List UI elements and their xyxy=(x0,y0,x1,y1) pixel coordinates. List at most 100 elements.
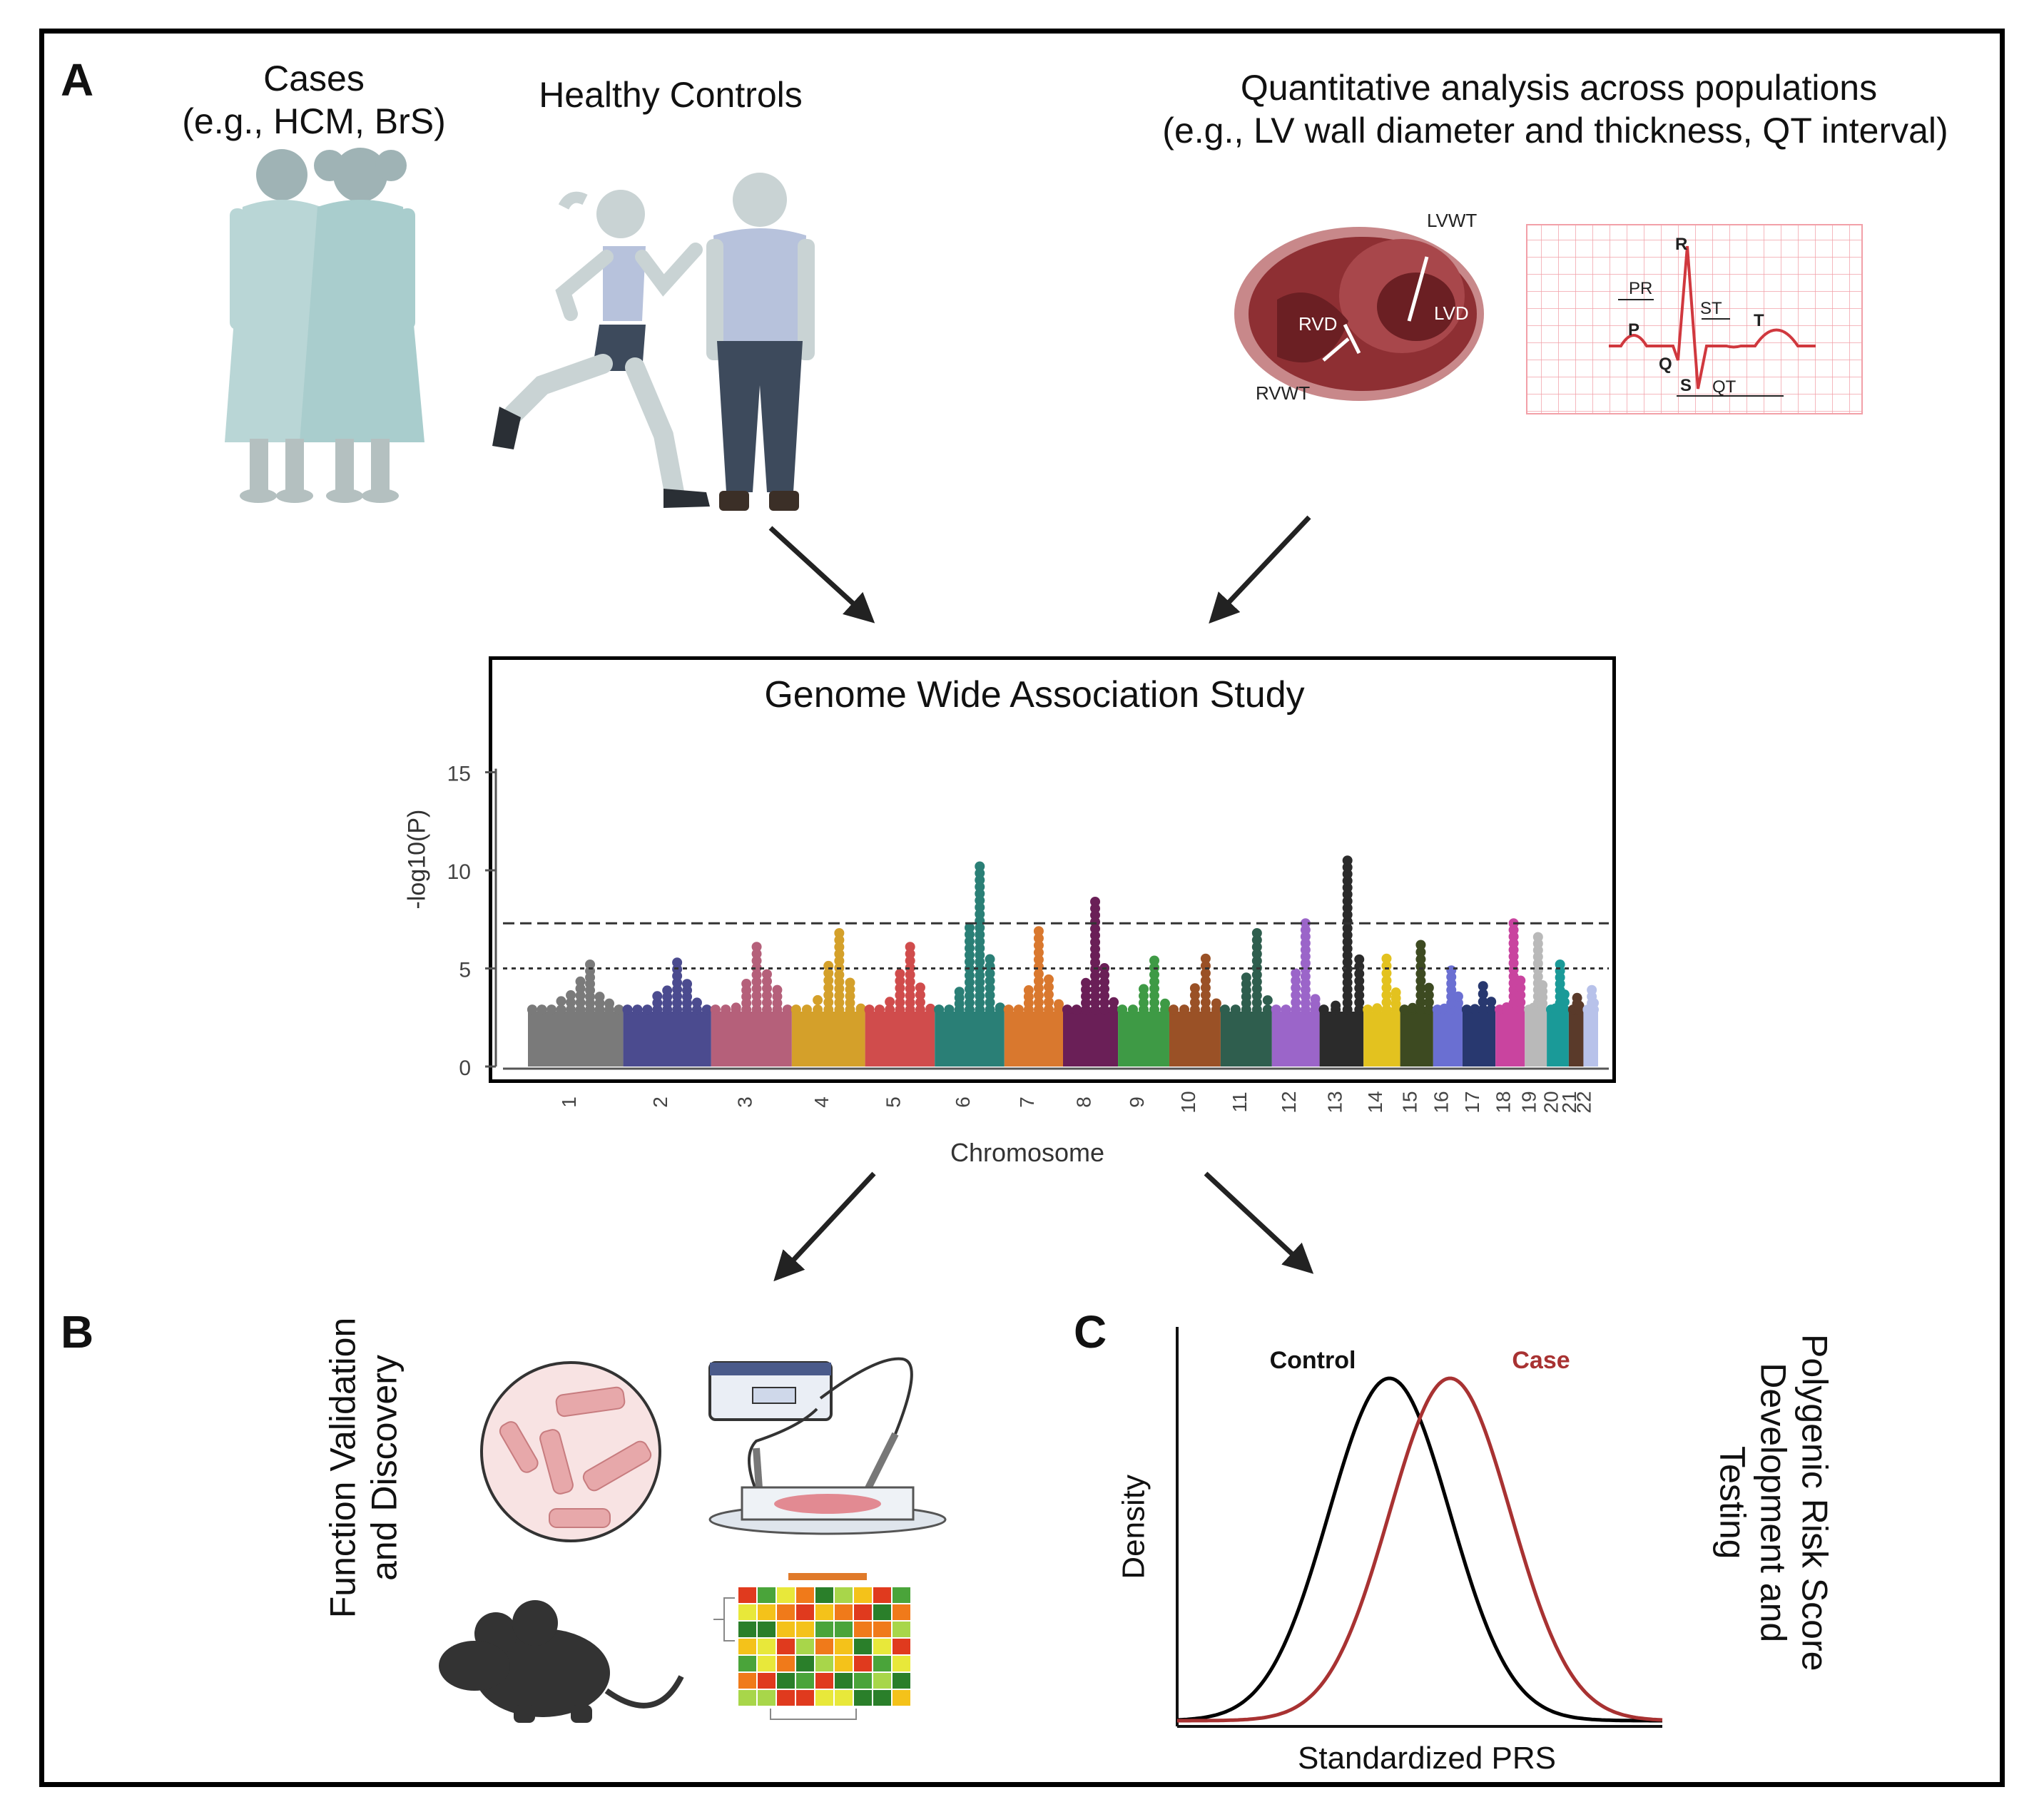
cardiomyocyte-dish xyxy=(480,1361,661,1542)
gwas-point xyxy=(1423,997,1434,1008)
ecg-trace: R PR ST T P Q S QT xyxy=(1526,224,1863,414)
gwas-point xyxy=(1200,1004,1211,1015)
chromosome-band-11 xyxy=(1220,1012,1272,1067)
svg-text:RVWT: RVWT xyxy=(1256,382,1310,404)
gwas-point xyxy=(1559,989,1570,999)
gwas-point xyxy=(834,990,845,1001)
gwas-point xyxy=(905,949,915,960)
gwas-point xyxy=(741,979,752,989)
gwas-point xyxy=(823,1004,834,1015)
heatmap-cell xyxy=(815,1604,833,1620)
gwas-point xyxy=(762,990,773,1001)
gwas-point xyxy=(1291,1004,1301,1015)
gwas-point xyxy=(1099,997,1110,1008)
runner-illustration xyxy=(492,190,710,508)
gwas-point xyxy=(1381,975,1392,986)
gwas-point xyxy=(1415,954,1426,965)
gwas-point xyxy=(1033,926,1044,937)
gwas-point xyxy=(1486,997,1497,1007)
gwas-point xyxy=(1318,1004,1329,1015)
gwas-point xyxy=(1189,990,1200,1001)
heatmap-cell xyxy=(835,1639,853,1654)
gwas-point xyxy=(790,1004,801,1015)
gwas-point xyxy=(905,990,915,1001)
gwas-point xyxy=(895,975,905,986)
heatmap-cell xyxy=(738,1622,756,1637)
svg-text:Q: Q xyxy=(1659,355,1672,374)
cases-label: Cases xyxy=(263,58,365,98)
gwas-point xyxy=(1033,983,1044,994)
gwas-point xyxy=(1200,997,1211,1008)
gwas-point xyxy=(985,1004,995,1015)
gwas-point xyxy=(691,1004,702,1015)
gwas-point xyxy=(965,936,975,947)
gwas-point xyxy=(1354,968,1365,979)
heatmap-cell xyxy=(835,1622,853,1637)
gwas-point xyxy=(834,935,845,945)
gwas-point xyxy=(965,922,975,933)
gwas-point xyxy=(895,968,905,979)
heatmap-cell xyxy=(815,1587,833,1603)
gwas-point xyxy=(1200,989,1211,1000)
gwas-point xyxy=(1537,979,1548,990)
gwas-point xyxy=(1054,999,1064,1009)
gwas-x-tick-label: 17 xyxy=(1461,1091,1483,1113)
gwas-point xyxy=(985,975,995,986)
heatmap-cell xyxy=(893,1604,910,1620)
gwas-point xyxy=(1149,983,1159,994)
chromosome-band-10 xyxy=(1169,1012,1221,1067)
chromosome-band-3 xyxy=(711,1012,792,1067)
gwas-point xyxy=(1291,982,1301,993)
figure-frame xyxy=(39,29,2005,1787)
gwas-point xyxy=(885,997,895,1007)
gwas-point xyxy=(915,982,925,993)
gwas-point xyxy=(1139,991,1149,1002)
gwas-point xyxy=(1200,982,1211,993)
chromosome-band-9 xyxy=(1118,1012,1169,1067)
gwas-point xyxy=(905,969,915,980)
gwas-point xyxy=(1572,992,1582,1003)
heatmap-cell xyxy=(873,1673,891,1689)
gwas-x-tick-label: 13 xyxy=(1323,1091,1346,1113)
chromosome-band-5 xyxy=(865,1012,935,1067)
gwas-point xyxy=(905,942,915,952)
gwas-point xyxy=(1291,989,1301,1000)
gwas-point xyxy=(1149,1004,1159,1015)
gwas-point xyxy=(1149,997,1159,1008)
gwas-point xyxy=(995,1002,1005,1013)
gwas-point xyxy=(537,1004,547,1015)
gwas-point xyxy=(751,955,762,966)
chromosome-band-6 xyxy=(935,1012,1005,1067)
gwas-point xyxy=(965,997,975,1008)
gwas-x-tick-label: 2 xyxy=(649,1096,671,1108)
gwas-x-tick-label: 6 xyxy=(952,1096,974,1108)
gwas-point xyxy=(954,987,965,997)
gwas-point xyxy=(944,1004,955,1015)
gwas-point xyxy=(985,968,995,979)
gwas-title: Genome Wide Association Study xyxy=(764,674,1305,716)
heatmap-cell xyxy=(873,1639,891,1654)
gwas-point xyxy=(762,1004,773,1015)
gwas-point xyxy=(1149,969,1159,980)
gwas-point xyxy=(813,1004,823,1015)
gwas-point xyxy=(566,1004,576,1015)
gwas-xlabel: Chromosome xyxy=(950,1138,1105,1167)
gwas-point xyxy=(662,985,673,996)
gwas-point xyxy=(1381,953,1392,964)
gwas-point xyxy=(1033,955,1044,965)
gwas-point xyxy=(965,984,975,994)
heatmap-cell xyxy=(758,1673,776,1689)
gwas-point xyxy=(1342,855,1353,866)
patients-illustration xyxy=(225,148,424,503)
heatmap-cell xyxy=(854,1690,872,1706)
gwas-point xyxy=(895,997,905,1008)
gwas-x-tick-label: 3 xyxy=(733,1096,756,1108)
gwas-point xyxy=(834,956,845,966)
gwas-point xyxy=(1354,990,1365,1001)
gwas-point xyxy=(1139,1004,1149,1015)
gwas-point xyxy=(1033,969,1044,979)
gwas-point xyxy=(823,968,834,979)
gwas-point xyxy=(1251,928,1262,938)
